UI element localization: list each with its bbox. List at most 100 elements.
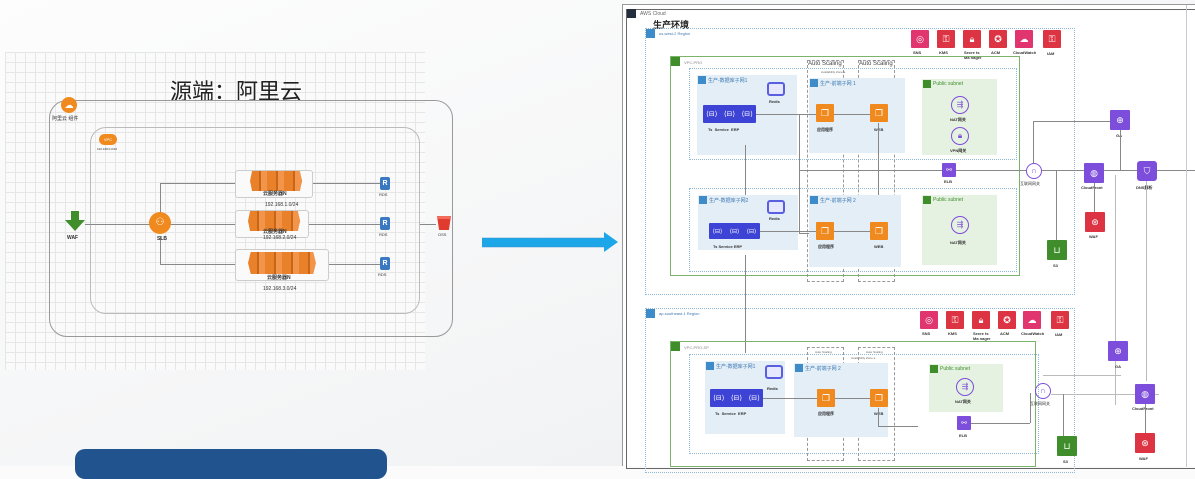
secrets-manager-icon[interactable]: 🔒︎ [972, 311, 990, 329]
elb-icon[interactable]: ⚯ [957, 416, 971, 430]
app-ec2-icon[interactable]: ❐ [816, 104, 834, 122]
db-subnet-2-title: 生产-数据库子网2 [699, 196, 748, 204]
lock-icon [923, 196, 931, 204]
iam-icon[interactable]: ⚿ [1043, 30, 1061, 48]
kms-label: KMS [948, 331, 957, 336]
web-ec2-icon[interactable]: ❐ [870, 389, 888, 407]
connector [1120, 130, 1121, 170]
secrets-manager-icon[interactable]: 🔒︎ [963, 30, 981, 48]
web-ec2-icon[interactable]: ❐ [870, 222, 888, 240]
cluster-cidr-2: 192.168.2.0/24 [263, 235, 297, 241]
secrets-manager-label: Secre ts Ma nager [964, 50, 982, 60]
elb-icon[interactable]: ⚯ [942, 163, 956, 177]
web-ec2-icon[interactable]: ❐ [870, 104, 888, 122]
cloudfront-icon[interactable]: ◍ [1135, 384, 1155, 404]
app-label: 应用程序 [817, 127, 833, 132]
iam-icon[interactable]: ⚿ [1051, 311, 1069, 329]
connector [420, 224, 436, 225]
connector [763, 398, 817, 399]
waf-icon [65, 211, 85, 231]
redis-icon [765, 365, 783, 379]
nat-gateway-icon: ⇶ [951, 96, 969, 114]
db-subnet-1-title: 生产-数据库子网1 [698, 76, 747, 84]
connector [160, 183, 240, 184]
connector [878, 426, 918, 427]
cloudwatch-icon[interactable]: ☁ [1015, 30, 1033, 48]
connector [1042, 170, 1102, 171]
target-diagram-canvas: AWS Cloud 生产环境 us-west-2 Region ◎ SNS ⚿ … [622, 4, 1195, 473]
aliyun-cloud-icon: ☁ [61, 97, 77, 113]
source-diagram-canvas: 源端：阿里云 ☁ 阿里云 组件 VPC 192.168.0.0/16 WAF ⚇… [5, 52, 453, 370]
cluster-label-1: 云服务器N [263, 191, 287, 197]
ts-service-erp-cluster: ⟨⊟⟩⟨⊟⟩⟨⊟⟩ [710, 389, 763, 407]
redis-icon [767, 200, 785, 214]
sns-icon[interactable]: ◎ [920, 311, 938, 329]
ga-label: GA [1115, 364, 1121, 369]
public-subnet-1-title: Public subnet [923, 80, 963, 88]
ecs-icon [248, 252, 316, 274]
redis-label: Redis [769, 216, 780, 221]
ts-service-erp-label: Ts Service ERP [715, 411, 747, 416]
app-subnet-2-title: 生产-前端子网 2 [810, 196, 856, 204]
nat-gateway-icon: ⇶ [951, 216, 969, 234]
app-label: 应用程序 [818, 244, 834, 249]
cross-region-connector [745, 255, 746, 353]
cloudwatch-label: CloudWatch [1021, 331, 1045, 336]
web-label: WEB [874, 244, 884, 249]
kms-icon[interactable]: ⚿ [937, 30, 955, 48]
lock-icon [699, 196, 707, 204]
cloudfront-icon[interactable]: ◍ [1084, 163, 1104, 183]
connector [1063, 394, 1064, 436]
connector [878, 408, 879, 426]
region-name: ap-southeast-1 Region [659, 311, 700, 316]
route53-dns-icon[interactable]: ⛉ [1137, 161, 1157, 181]
rds-label: RDS [378, 272, 387, 277]
s3-label: S3 [1063, 459, 1068, 464]
rds-icon: R [380, 177, 390, 190]
acm-icon[interactable]: ✪ [989, 30, 1007, 48]
connector [760, 231, 816, 232]
sns-label: SNS [922, 331, 931, 336]
lock-icon [923, 80, 931, 88]
auto-scaling-label-1: Auto Scaling [808, 61, 842, 67]
slb-icon: ⚇ [149, 212, 171, 234]
global-accelerator-icon[interactable]: ⊕ [1110, 110, 1130, 130]
acm-icon[interactable]: ✪ [998, 311, 1016, 329]
igw-label: 互联网网关 [1030, 401, 1050, 406]
elb-label: ELB [944, 179, 952, 184]
global-accelerator-icon[interactable]: ⊕ [1108, 341, 1128, 361]
iam-label: IAM [1055, 332, 1063, 337]
sns-label: SNS [913, 50, 922, 55]
vpc-boundary [90, 127, 420, 314]
internet-gateway-icon[interactable]: ∩ [1035, 383, 1051, 399]
sns-icon[interactable]: ◎ [911, 30, 929, 48]
waf-icon[interactable]: ⊛ [1135, 433, 1155, 453]
vpc-pro-boundary [670, 56, 1020, 276]
waf-icon[interactable]: ⊛ [1085, 212, 1105, 232]
vpn-gateway-label: VPN网关 [950, 148, 967, 153]
app-ec2-icon[interactable]: ❐ [816, 222, 834, 240]
s3-bucket-icon[interactable]: ⊔ [1047, 240, 1067, 260]
account-boundary [49, 100, 453, 337]
ga-label: GA [1116, 133, 1122, 138]
s3-bucket-icon[interactable]: ⊔ [1057, 436, 1077, 456]
vpc-name: VPC-PRO-SP [684, 345, 709, 350]
env-title: 生产环境 [653, 20, 690, 30]
ts-service-erp-label: Ts Service ERP [713, 244, 743, 249]
iam-label: IAM [1047, 51, 1055, 56]
rds-icon: R [380, 257, 390, 270]
kms-icon[interactable]: ⚿ [946, 311, 964, 329]
internet-gateway-icon[interactable]: ∩ [1026, 163, 1042, 179]
region-icon [646, 309, 655, 318]
account-label: 阿里云 组件 [52, 116, 79, 122]
lock-icon [810, 79, 818, 87]
cloudwatch-icon[interactable]: ☁ [1023, 311, 1041, 329]
connector [313, 183, 381, 184]
app-subnet-1-title: 生产-前端子网 1 [810, 79, 856, 87]
connector [799, 233, 816, 234]
availability-zone-a [689, 354, 1039, 454]
region-icon [646, 29, 655, 38]
igw-label: 互联网网关 [1020, 181, 1040, 186]
app-ec2-icon[interactable]: ❐ [817, 389, 835, 407]
bottom-banner-button[interactable] [75, 449, 387, 479]
